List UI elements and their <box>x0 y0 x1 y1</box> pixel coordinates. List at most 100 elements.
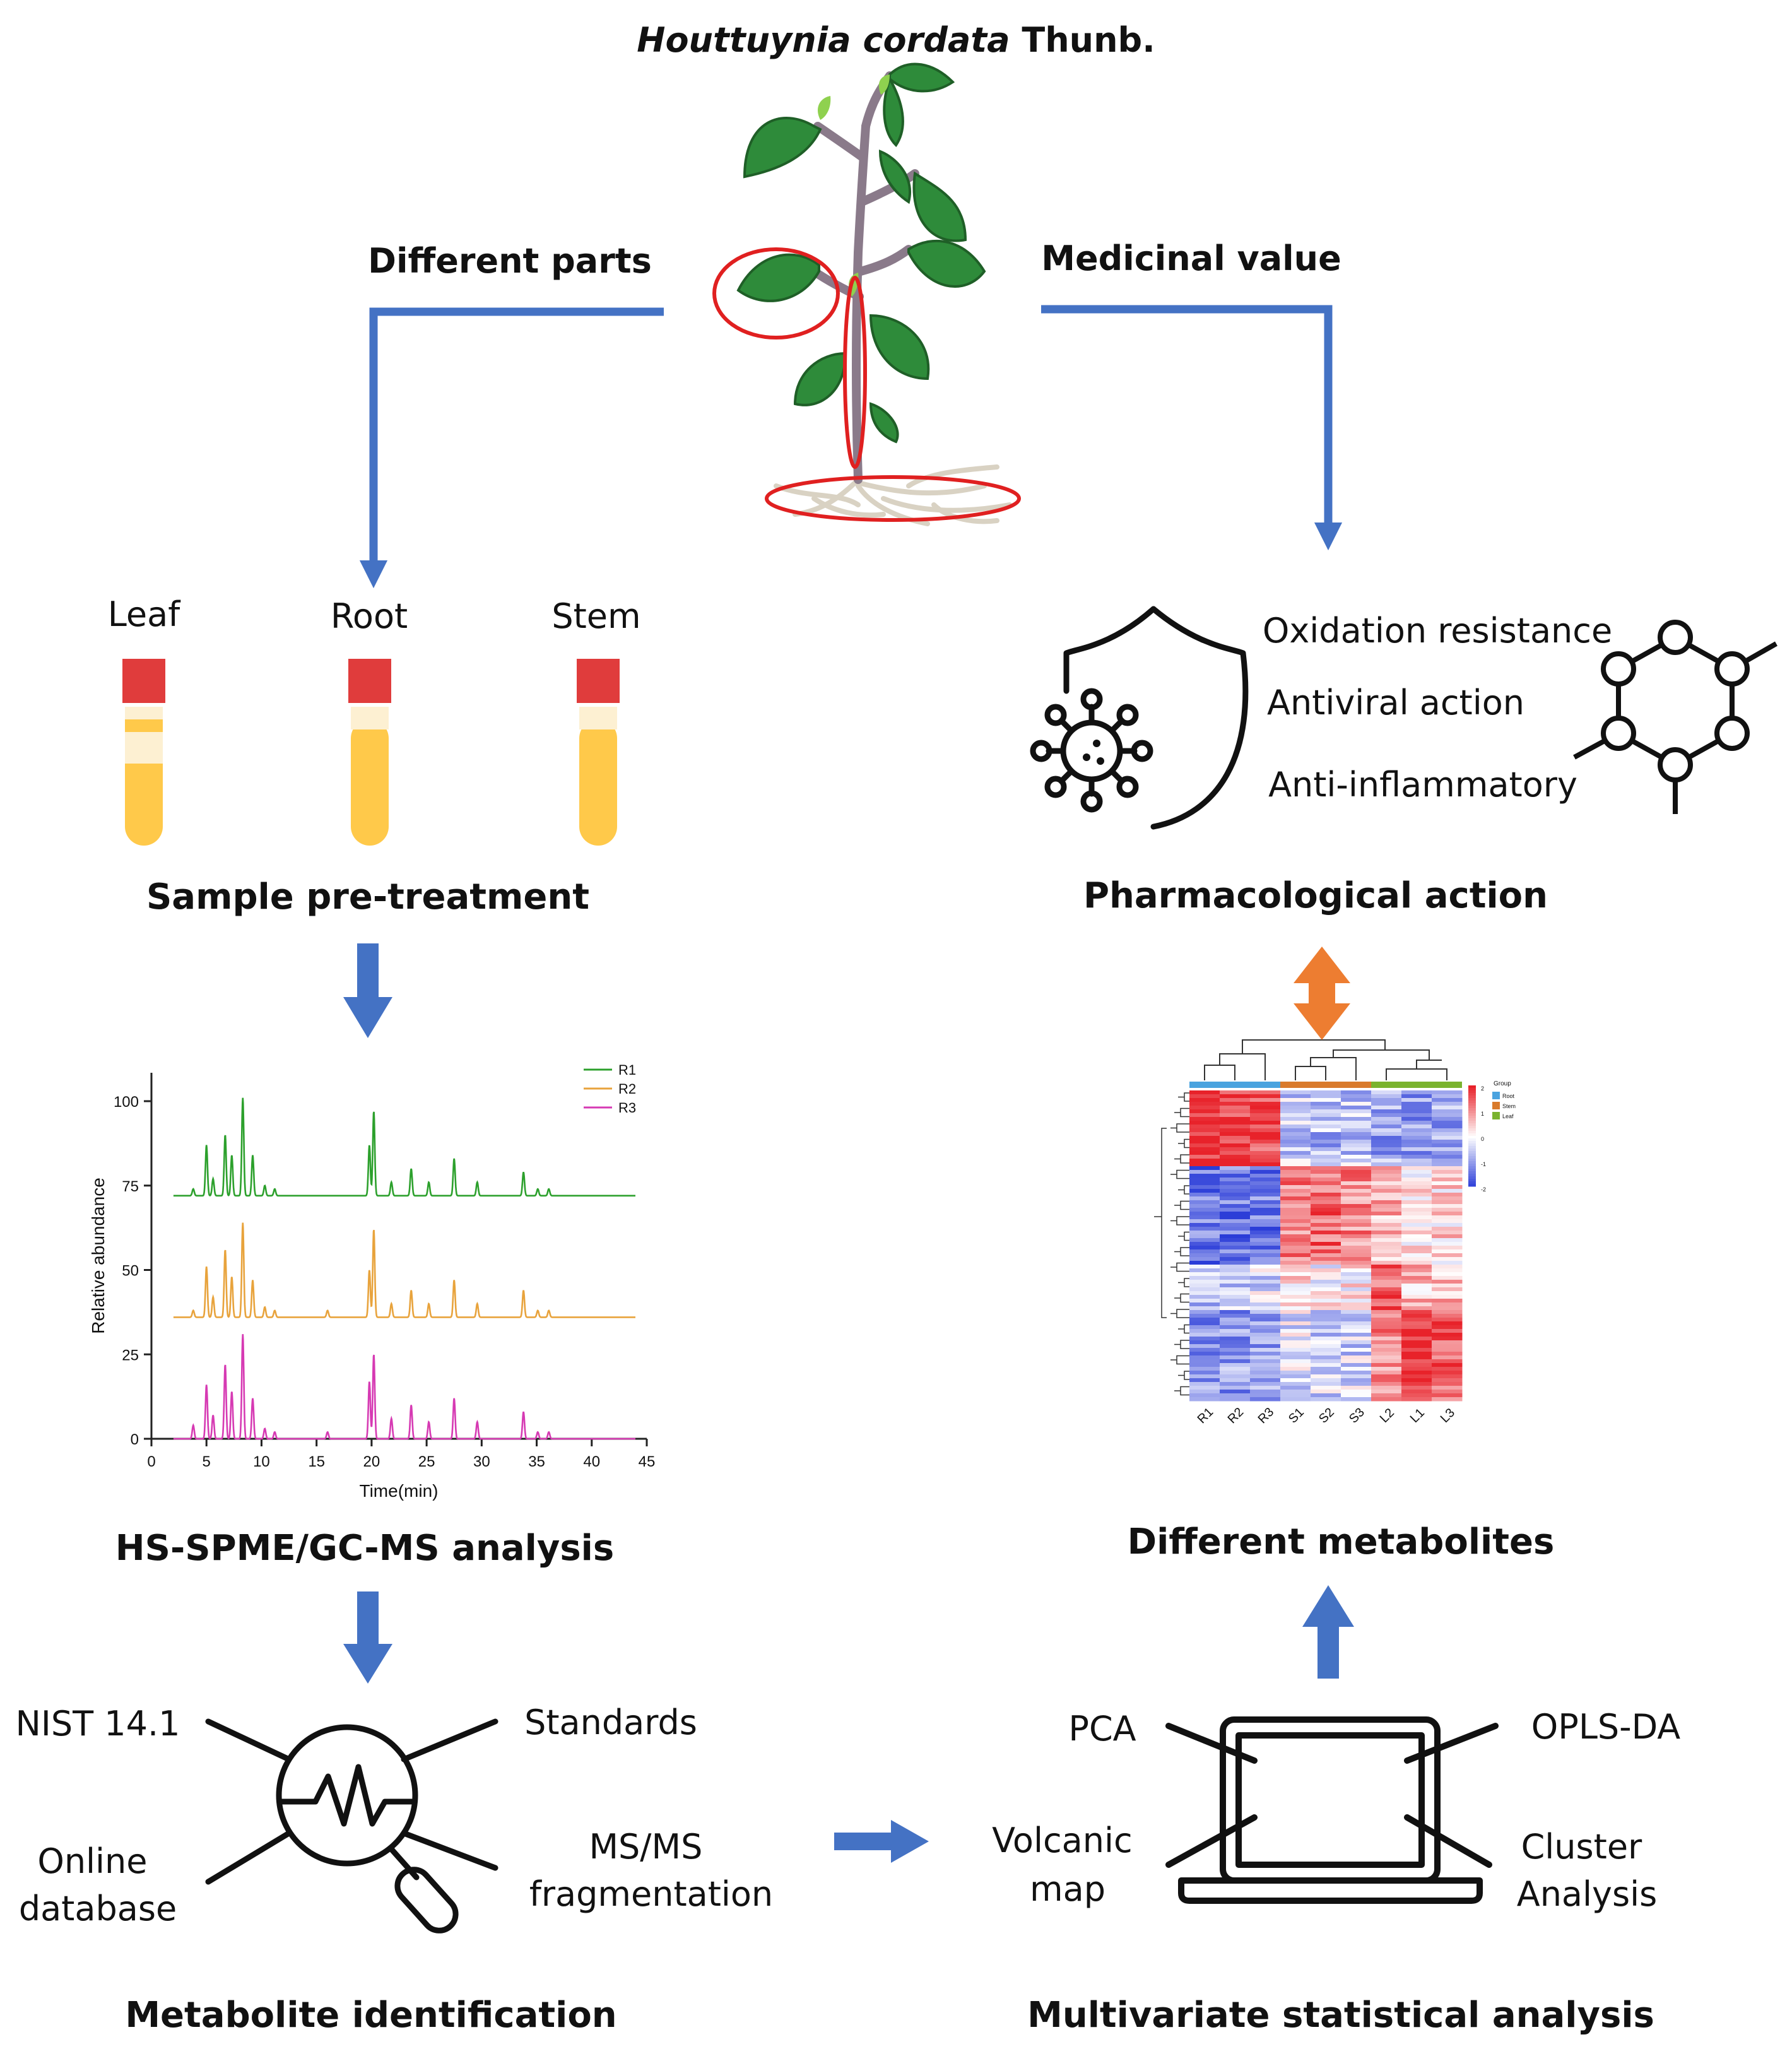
heatmap-cell <box>1371 1306 1402 1311</box>
heatmap-sample-label: R2 <box>1225 1405 1247 1427</box>
heatmap-cell <box>1341 1212 1372 1216</box>
heatmap-cell <box>1371 1208 1402 1212</box>
heatmap-cell <box>1401 1318 1432 1322</box>
heatmap-cell <box>1250 1143 1281 1148</box>
heatmap-cell <box>1311 1212 1341 1216</box>
heatmap-cell <box>1341 1249 1372 1254</box>
heatmap-cell <box>1341 1208 1372 1212</box>
heatmap-cell <box>1250 1140 1281 1144</box>
heatmap-cell <box>1311 1204 1341 1208</box>
heatmap-cell <box>1432 1299 1463 1303</box>
heatmap-cell <box>1311 1151 1341 1155</box>
heatmap-cell <box>1189 1280 1220 1284</box>
heatmap-cell <box>1311 1174 1341 1178</box>
heatmap-cell <box>1220 1253 1251 1258</box>
heatmap-cell <box>1220 1265 1251 1269</box>
heatmap-cell <box>1250 1117 1281 1121</box>
heatmap-cell <box>1189 1212 1220 1216</box>
heatmap-scale-segment <box>1468 1149 1476 1152</box>
heatmap-cell <box>1432 1374 1463 1379</box>
heatmap-cell <box>1341 1352 1372 1356</box>
heatmap-cell <box>1341 1367 1372 1371</box>
method-volcano-map: Volcanic map <box>992 1821 1143 1909</box>
heatmap-cell <box>1432 1143 1463 1148</box>
heatmap-cell <box>1432 1125 1463 1129</box>
heatmap-sample-label: R1 <box>1195 1405 1217 1427</box>
heatmap-cell <box>1371 1314 1402 1318</box>
heatmap-cell <box>1250 1147 1281 1152</box>
heatmap-cell <box>1250 1238 1281 1243</box>
heatmap-cell <box>1341 1132 1372 1137</box>
heatmap-cell <box>1401 1321 1432 1326</box>
heatmap-cell <box>1250 1090 1281 1095</box>
step-pharmacological-action: Pharmacological action <box>1083 875 1548 916</box>
heatmap-cell <box>1371 1265 1402 1269</box>
heatmap-cell <box>1189 1287 1220 1292</box>
heatmap-cell <box>1401 1106 1432 1110</box>
heatmap-cell <box>1341 1344 1372 1349</box>
heatmap-cell <box>1401 1249 1432 1254</box>
heatmap-cell <box>1401 1155 1432 1159</box>
heatmap-group-bar <box>1432 1082 1462 1088</box>
heatmap-cell <box>1250 1295 1281 1299</box>
heatmap-cell <box>1432 1393 1463 1398</box>
heatmap-cell <box>1371 1257 1402 1261</box>
heatmap-group-bar <box>1250 1082 1280 1088</box>
heatmap-cell <box>1401 1193 1432 1197</box>
heatmap-cell <box>1432 1227 1463 1231</box>
heatmap-cell <box>1220 1223 1251 1227</box>
heatmap-cell <box>1280 1272 1311 1277</box>
laptop-icon <box>1165 1716 1499 1904</box>
heatmap-cell <box>1371 1390 1402 1394</box>
heatmap-cell <box>1311 1249 1341 1254</box>
heatmap-cell <box>1311 1234 1341 1239</box>
heatmap-scale-segment <box>1468 1174 1476 1177</box>
heatmap-cell <box>1189 1113 1220 1118</box>
heatmap-cell <box>1371 1196 1402 1201</box>
heatmap-scale-segment <box>1468 1128 1476 1131</box>
heatmap-cell <box>1311 1196 1341 1201</box>
heatmap-cell <box>1220 1337 1251 1341</box>
heatmap-cell <box>1280 1189 1311 1193</box>
heatmap-cell <box>1401 1378 1432 1383</box>
heatmap-cell <box>1220 1174 1251 1178</box>
heatmap-cell <box>1432 1284 1463 1288</box>
heatmap-cell <box>1432 1246 1463 1250</box>
heatmap-cell <box>1280 1253 1311 1258</box>
heatmap-cell <box>1401 1102 1432 1106</box>
heatmap-cell <box>1371 1242 1402 1246</box>
heatmap-cell <box>1311 1276 1341 1280</box>
heatmap-cell <box>1220 1359 1251 1364</box>
heatmap-cell <box>1311 1200 1341 1205</box>
heatmap-cell <box>1280 1374 1311 1379</box>
heatmap-cell <box>1432 1348 1463 1352</box>
part-label-stem: Stem <box>551 596 640 636</box>
heatmap-cell <box>1432 1321 1463 1326</box>
heatmap-cell <box>1341 1340 1372 1345</box>
heatmap-cell <box>1371 1272 1402 1277</box>
heatmap-cell <box>1189 1355 1220 1360</box>
heatmap-cell <box>1432 1337 1463 1341</box>
heatmap-cell <box>1220 1098 1251 1102</box>
heatmap-scale-segment <box>1468 1088 1476 1091</box>
heatmap-cell <box>1280 1287 1311 1292</box>
heatmap-cell <box>1311 1178 1341 1182</box>
method-cluster-analysis: Cluster Analysis <box>1517 1827 1658 1914</box>
heatmap-cell <box>1220 1106 1251 1110</box>
heatmap-cell <box>1401 1268 1432 1273</box>
heatmap-cell <box>1432 1397 1463 1402</box>
heatmap-cell <box>1341 1185 1372 1190</box>
heatmap-cell <box>1189 1253 1220 1258</box>
heatmap-cell <box>1189 1238 1220 1243</box>
heatmap-cell <box>1371 1170 1402 1174</box>
heatmap-cell <box>1371 1181 1402 1186</box>
heatmap-cell <box>1311 1132 1341 1137</box>
heatmap-cell <box>1220 1318 1251 1322</box>
heatmap-cell <box>1371 1359 1402 1364</box>
heatmap-cell <box>1341 1204 1372 1208</box>
heatmap-cell <box>1280 1140 1311 1144</box>
heatmap-cell <box>1220 1371 1251 1375</box>
heatmap-cell <box>1220 1355 1251 1360</box>
action-antiviral: Antiviral action <box>1267 683 1524 723</box>
heatmap-cell <box>1250 1196 1281 1201</box>
